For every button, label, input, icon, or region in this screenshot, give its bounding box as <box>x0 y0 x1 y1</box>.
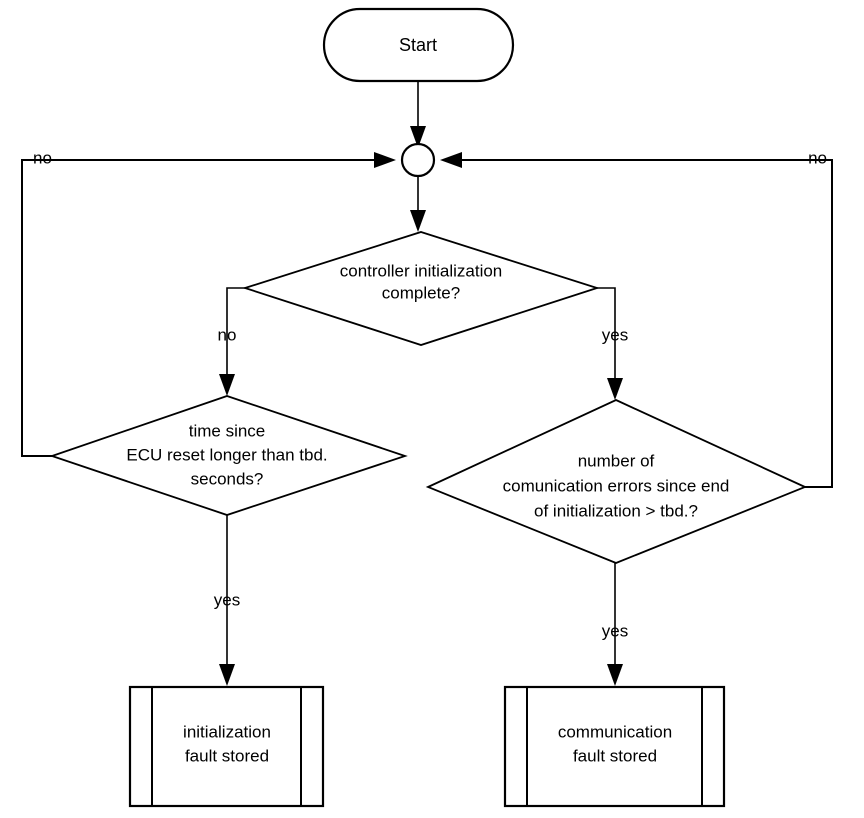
edge-comm-yes-to-comm-fault <box>607 563 623 686</box>
node-decision-controller-initialization[interactable]: controller initialization complete? <box>242 231 600 346</box>
edge-label-comm-yes: yes <box>602 621 628 640</box>
edge-label-loop-right-no: no <box>808 148 827 167</box>
edge-init-yes-to-comm <box>597 287 623 400</box>
decision-comm-line3: of initialization > tbd.? <box>534 501 698 520</box>
edge-merge-to-decision-init <box>410 176 426 232</box>
node-decision-communication-errors[interactable]: number of comunication errors since end … <box>425 399 808 564</box>
node-start-label: Start <box>399 35 437 55</box>
decision-init-line1: controller initialization <box>340 261 503 280</box>
decision-init-line2: complete? <box>382 283 460 302</box>
edge-label-loop-left-no: no <box>33 148 52 167</box>
edge-init-no-to-ecu <box>219 287 245 396</box>
process-comm-fault-line2: fault stored <box>573 746 657 765</box>
node-process-initialization-fault[interactable]: initialization fault stored <box>128 685 325 808</box>
decision-comm-line2: comunication errors since end <box>503 476 730 495</box>
node-decision-ecu-reset-time[interactable]: time since ECU reset longer than tbd. se… <box>49 395 408 516</box>
decision-ecu-line3: seconds? <box>191 469 264 488</box>
edge-label-init-yes: yes <box>602 325 628 344</box>
process-comm-fault-line1: communication <box>558 722 672 741</box>
node-merge-connector[interactable] <box>400 142 436 178</box>
edge-ecu-yes-to-init-fault <box>219 514 235 686</box>
edge-label-init-no: no <box>218 325 237 344</box>
decision-ecu-line1: time since <box>189 421 266 440</box>
process-init-fault-line1: initialization <box>183 722 271 741</box>
edge-label-ecu-yes: yes <box>214 590 240 609</box>
decision-comm-line1: number of <box>578 451 655 470</box>
process-init-fault-line2: fault stored <box>185 746 269 765</box>
edge-start-to-merge <box>410 82 426 148</box>
edge-comm-no-loop-right <box>440 152 833 488</box>
node-start[interactable]: Start <box>322 7 515 83</box>
decision-ecu-line2: ECU reset longer than tbd. <box>126 445 327 464</box>
edge-ecu-no-loop-left <box>21 152 396 457</box>
node-process-communication-fault[interactable]: communication fault stored <box>503 685 726 808</box>
